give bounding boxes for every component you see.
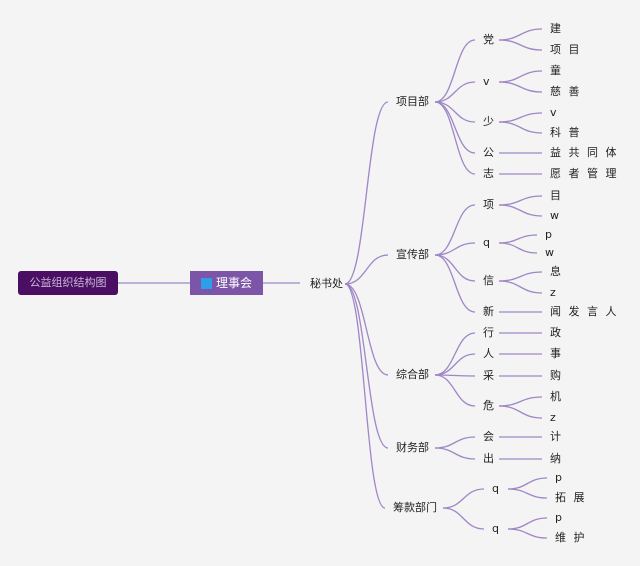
connector-line <box>434 254 476 313</box>
group-node[interactable]: 危 <box>483 399 494 412</box>
connector-line <box>498 70 543 83</box>
leaf-node[interactable]: v <box>550 106 559 119</box>
leaf-node[interactable]: 纳 <box>550 452 563 465</box>
connector-line <box>434 39 476 103</box>
connector-line <box>498 280 543 294</box>
group-node[interactable]: 出 <box>483 452 494 465</box>
leaf-node[interactable]: z <box>550 286 558 299</box>
connector-line <box>434 101 476 154</box>
connector-line <box>498 396 543 407</box>
connector-line <box>434 436 476 449</box>
board-node[interactable]: 理事会 <box>190 271 263 295</box>
connector-line <box>344 254 389 285</box>
leaf-node[interactable]: 维 护 <box>555 531 587 544</box>
department-node[interactable]: 筹款部门 <box>393 501 437 514</box>
group-node[interactable]: 志 <box>483 167 494 180</box>
leaf-node[interactable]: 童 <box>550 64 563 77</box>
group-node[interactable]: 会 <box>483 430 494 443</box>
connector-line <box>507 517 548 530</box>
group-node[interactable]: 新 <box>483 305 494 318</box>
connector-line <box>344 101 389 285</box>
department-node[interactable]: 项目部 <box>396 95 429 108</box>
connector-line <box>498 271 543 282</box>
connector-line <box>507 477 548 490</box>
connector-line <box>434 447 476 460</box>
group-node[interactable]: 信 <box>483 274 494 287</box>
connector-line <box>344 283 386 509</box>
group-node[interactable]: 采 <box>483 369 494 382</box>
leaf-node[interactable]: 慈 善 <box>550 85 582 98</box>
connector-line <box>442 507 485 530</box>
leaf-node[interactable]: 政 <box>550 326 563 339</box>
department-node[interactable]: 财务部 <box>396 441 429 454</box>
group-node[interactable]: q <box>492 482 499 495</box>
group-node[interactable]: 党 <box>483 33 494 46</box>
connector-line <box>498 112 543 123</box>
connector-line <box>498 39 543 51</box>
connector-line <box>344 283 389 449</box>
leaf-node[interactable]: 益 共 同 体 <box>550 146 619 159</box>
connector-line <box>434 81 476 103</box>
connector-line <box>498 81 543 93</box>
leaf-node[interactable]: 目 <box>550 189 563 202</box>
group-node[interactable]: 项 <box>483 198 494 211</box>
connector-line <box>434 332 476 376</box>
connector-line <box>498 121 543 134</box>
leaf-node[interactable]: 事 <box>550 347 563 360</box>
group-node[interactable]: 公 <box>483 146 494 159</box>
leaf-node[interactable]: 机 <box>550 390 563 403</box>
leaf-node[interactable]: 项 目 <box>550 43 582 56</box>
group-node[interactable]: 人 <box>483 347 494 360</box>
leaf-node[interactable]: 科 普 <box>550 126 582 139</box>
leaf-node[interactable]: z <box>550 411 558 424</box>
leaf-node[interactable]: 愿 者 管 理 <box>550 167 619 180</box>
connector-line <box>498 242 538 254</box>
leaf-node[interactable]: 建 <box>550 22 563 35</box>
group-node[interactable]: 少 <box>483 115 494 128</box>
group-node[interactable]: q <box>483 236 490 249</box>
group-node[interactable]: 行 <box>483 326 494 339</box>
connector-line <box>498 195 543 206</box>
leaf-node[interactable]: p <box>545 228 554 241</box>
leaf-node[interactable]: 计 <box>550 430 563 443</box>
department-node[interactable]: 综合部 <box>396 368 429 381</box>
connector-line <box>434 101 476 175</box>
leaf-node[interactable]: 息 <box>550 265 563 278</box>
connector-line <box>434 254 476 282</box>
connector-line <box>498 204 543 217</box>
connector-line <box>434 353 476 376</box>
connector-line <box>344 283 389 376</box>
blue-square-icon <box>200 277 212 289</box>
secretariat-node[interactable]: 秘书处 <box>310 277 343 290</box>
leaf-node[interactable]: 拓 展 <box>555 491 587 504</box>
leaf-node[interactable]: p <box>555 511 564 524</box>
group-node[interactable]: v <box>483 75 490 88</box>
connector-line <box>498 28 543 41</box>
connector-line <box>507 488 548 499</box>
department-node[interactable]: 宣传部 <box>396 248 429 261</box>
connector-line <box>434 242 476 256</box>
connector-line <box>442 488 485 509</box>
connector-line <box>507 528 548 539</box>
connector-line <box>498 405 543 419</box>
leaf-node[interactable]: p <box>555 471 564 484</box>
connector-line <box>498 234 538 244</box>
root-node[interactable]: 公益组织结构图 <box>18 271 118 295</box>
group-node[interactable]: q <box>492 522 499 535</box>
leaf-node[interactable]: w <box>545 246 556 259</box>
leaf-node[interactable]: 闻 发 言 人 <box>550 305 619 318</box>
connector-line <box>434 374 476 407</box>
board-label: 理事会 <box>215 276 252 290</box>
leaf-node[interactable]: 购 <box>550 369 563 382</box>
connector-line <box>434 204 476 256</box>
leaf-node[interactable]: w <box>550 209 561 222</box>
